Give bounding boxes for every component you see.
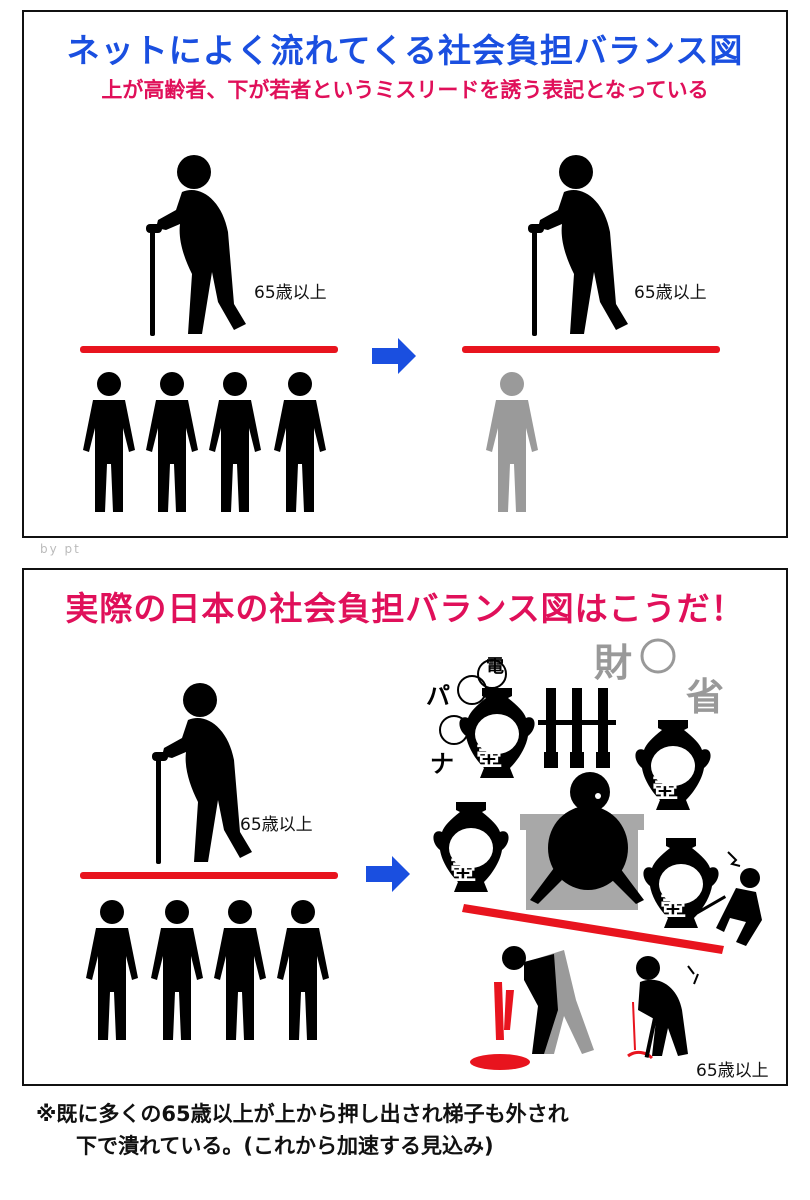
top-panel-subtitle: 上が高齢者、下が若者というミスリードを誘う表記となっている: [101, 78, 709, 102]
pot-label: 壺: [660, 892, 687, 922]
age-label-right: 65歳以上: [634, 283, 707, 303]
young-person-4: [274, 372, 326, 512]
top-panel-title: ネットによく流れてくる社会負担バランス図: [66, 31, 744, 70]
credit-watermark: by pt: [40, 542, 81, 556]
footnote-line-2: 下で潰れている。(これから加速する見込み): [76, 1134, 494, 1158]
bottom-panel: 実際の日本の社会負担バランス図はこうだ！: [22, 568, 788, 1086]
young-person-2: [151, 900, 203, 1040]
bottom-balance-diagram: [80, 638, 762, 1070]
crushed-elder-figure: [627, 956, 699, 1060]
elder-figure-right: [528, 155, 628, 336]
arrow-right-icon: [366, 856, 410, 892]
age-label-right: 65歳以上: [696, 1061, 769, 1081]
tilted-balance-bar: [462, 904, 724, 954]
elder-figure-left: [152, 683, 252, 864]
young-person-1: [83, 372, 135, 512]
footnote: ※既に多くの65歳以上が上から押し出され梯子も外され 下で潰れている。(これから…: [36, 1098, 786, 1162]
pot-label: 壺: [652, 774, 679, 804]
zai-character: 財: [594, 641, 633, 685]
crushed-young-figure: [470, 946, 594, 1070]
bottom-panel-title: 実際の日本の社会負担バランス図はこうだ！: [65, 589, 745, 628]
young-person-4: [277, 900, 329, 1040]
age-label-left: 65歳以上: [240, 815, 313, 835]
young-person-1: [86, 900, 138, 1040]
swords-icon: [538, 688, 616, 768]
young-person-half-faded: [486, 372, 538, 512]
age-label-left: 65歳以上: [254, 283, 327, 303]
elder-figure-left: [146, 155, 246, 336]
falling-elder-figure: [695, 851, 762, 946]
young-person-2: [146, 372, 198, 512]
circle-mark: [457, 675, 487, 705]
circle-mark: [640, 638, 676, 674]
pot-label: 壺: [476, 742, 503, 772]
balance-bar-right: [462, 346, 720, 353]
pot-label: 壺: [450, 856, 477, 886]
na-character: ナ: [430, 750, 454, 778]
top-balance-diagram: [80, 155, 720, 512]
footnote-line-1: ※既に多くの65歳以上が上から押し出され梯子も外され: [36, 1102, 569, 1126]
den-character: 電: [486, 656, 504, 677]
pa-character: パ: [426, 682, 450, 710]
sho-character: 省: [686, 675, 725, 719]
balance-bar-left: [80, 346, 338, 353]
young-person-3: [214, 900, 266, 1040]
arrow-right-icon: [372, 338, 416, 374]
top-panel: ネットによく流れてくる社会負担バランス図 上が高齢者、下が若者というミスリードを…: [22, 10, 788, 538]
young-person-3: [209, 372, 261, 512]
throne-figure: [520, 772, 644, 910]
balance-bar-left: [80, 872, 338, 879]
